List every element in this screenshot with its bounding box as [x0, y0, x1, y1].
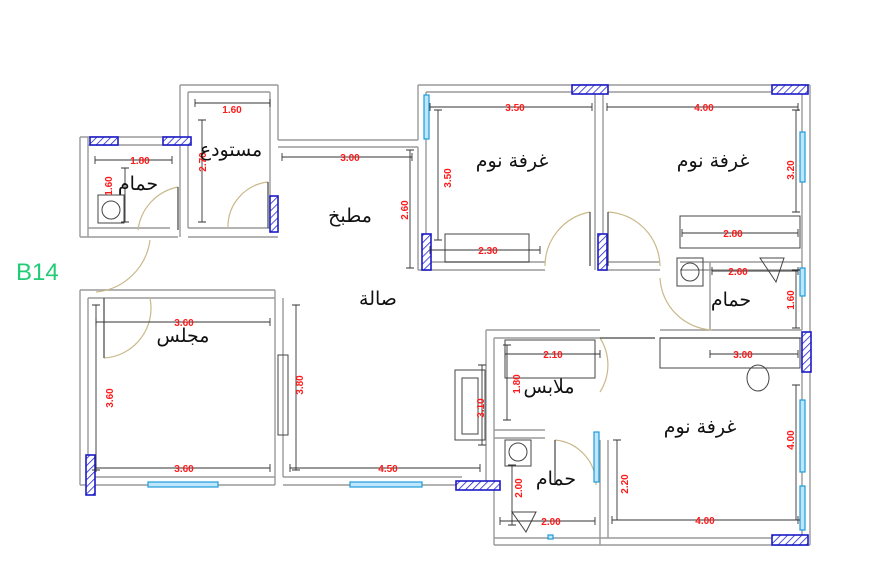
dim-bath-bottom-width: 2.00 [541, 517, 561, 528]
dim-bath-left-height: 1.60 [104, 176, 115, 196]
dim-bedroom-tl-closet: 2.30 [478, 246, 498, 257]
dim-storage-width: 1.60 [222, 105, 242, 116]
dim-storage-height: 2.70 [198, 152, 209, 172]
dim-bath-bottom-side: 2.20 [620, 474, 631, 494]
dim-corridor-top: 3.00 [340, 153, 360, 164]
dim-bedroom-br-top: 3.00 [733, 350, 753, 361]
room-dressing: ملابس [523, 376, 574, 398]
dim-kitchen-height: 2.60 [400, 200, 411, 220]
dimension-lines [92, 99, 800, 526]
dim-bath-right-width: 2.60 [728, 267, 748, 278]
plan-tag: B14 [16, 259, 59, 286]
dim-hall-height: 3.80 [295, 375, 306, 395]
dim-bath-right-height: 1.60 [786, 290, 797, 310]
room-bath-right: حمام [711, 289, 751, 311]
fixtures [97, 194, 801, 533]
dim-bath-bottom-height: 2.00 [514, 478, 525, 498]
doors [95, 181, 713, 486]
room-bedroom-top-right: غرفة نوم [677, 150, 750, 172]
room-bedroom-bottom-right: غرفة نوم [664, 416, 737, 438]
windows [147, 94, 806, 540]
dim-closet-height: 3.10 [476, 398, 487, 418]
dim-bedroom-tl-width: 3.50 [505, 103, 525, 114]
dim-hall-bottom: 4.50 [378, 464, 398, 475]
dim-bedroom-tr-width: 4.00 [694, 103, 714, 114]
dim-bedroom-tr-height: 3.20 [786, 160, 797, 180]
room-labels: مستودع حمام مطبخ غرفة نوم غرفة نوم صالة … [118, 139, 751, 490]
dim-bedroom-br-height: 4.00 [786, 430, 797, 450]
dim-bath-left-width: 1.80 [130, 156, 150, 167]
dim-dressing-width: 2.10 [543, 350, 563, 361]
dim-dressing-height: 1.80 [512, 374, 523, 394]
room-hall: صالة [359, 288, 397, 310]
room-bath-bottom: حمام [536, 468, 576, 490]
room-bedroom-top-left: غرفة نوم [476, 150, 549, 172]
dim-bedroom-br-bottom: 4.00 [695, 516, 715, 527]
dim-majlis-height: 3.60 [105, 388, 116, 408]
dim-bedroom-tr-closet: 2.80 [723, 229, 743, 240]
dim-majlis-top: 3.60 [174, 318, 194, 329]
room-kitchen: مطبخ [328, 205, 372, 227]
columns [85, 84, 812, 546]
room-bath-left: حمام [118, 173, 158, 195]
dim-bedroom-tl-height: 3.50 [443, 168, 454, 188]
dimension-labels: 1.60 2.70 1.80 1.60 3.00 2.60 3.50 3.50 … [104, 103, 797, 528]
room-majlis: مجلس [157, 325, 210, 347]
room-storage: مستودع [200, 139, 262, 161]
dim-majlis-bottom: 3.60 [174, 464, 194, 475]
